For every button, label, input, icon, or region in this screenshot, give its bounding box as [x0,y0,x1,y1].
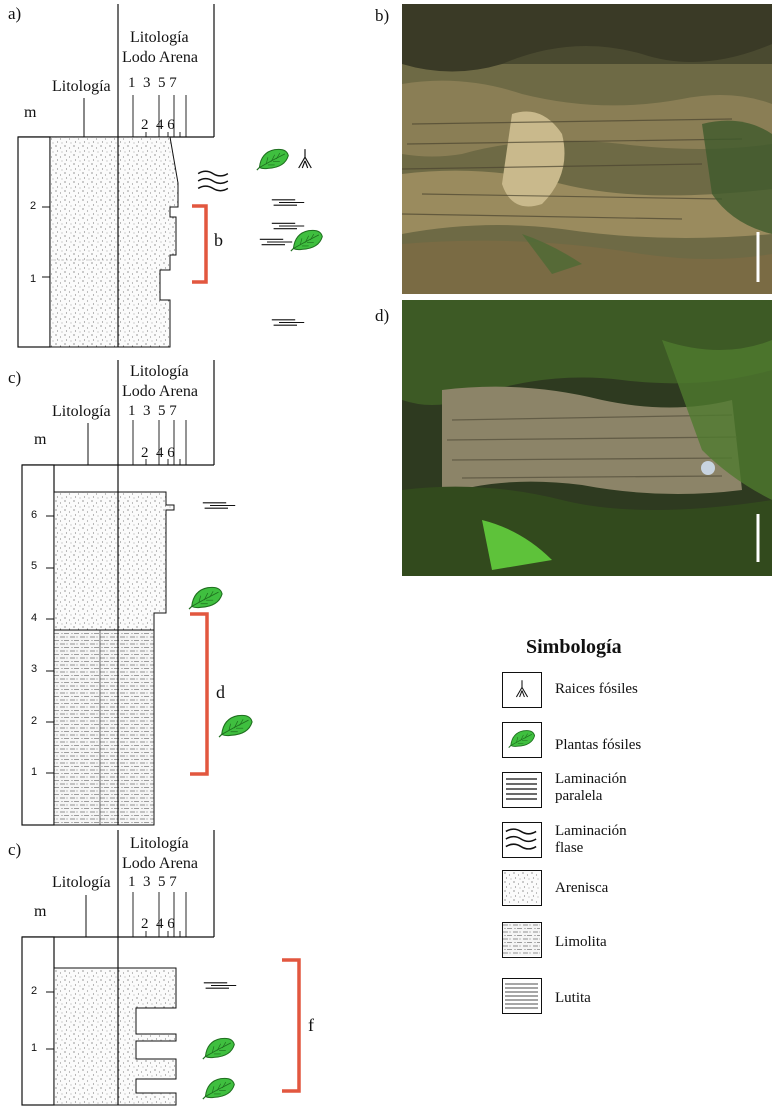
panel-c1-tick-2: 2 [31,715,38,727]
panel-a-unit: m [24,104,37,121]
panel-c1-tick-1: 1 [31,766,38,778]
panel-c1-bracket-label: d [216,682,225,702]
fossil-plant-leaf-icon [502,722,542,758]
fossil-roots-icon [502,672,542,708]
fossil-plant-leaf-icon [202,1077,235,1100]
panel-c2-grain-even: 2 4 6 [141,916,175,932]
fossil-roots-icon [298,148,312,169]
fossil-plant-leaf-icon [218,714,253,738]
panel-c2-column [21,830,301,1106]
legend-item-sandstone: Arenisca [555,880,609,896]
panel-c1-grain-even: 2 4 6 [141,445,175,461]
fossil-plant-leaf-icon [256,148,289,171]
legend-item-shale: Lutita [555,990,591,1006]
sandstone-icon [502,870,542,906]
photo-d-outcrop [402,300,772,576]
panel-c2-grain-odd: 1 3 5 7 [128,874,177,890]
panel-c1-header-lithology-top: Litología [130,363,189,380]
parallel-lamination-icon [502,772,542,808]
photo-b-outcrop [402,4,772,294]
fossil-plant-leaf-icon [202,1037,235,1060]
panel-c2-header-lithology: Litología [52,874,111,891]
fossil-plant-leaf-icon [188,586,223,610]
panel-a-grain-odd: 1 3 5 7 [128,75,177,91]
panel-c1-header-lithology: Litología [52,403,111,420]
panel-c2-tick-2: 2 [31,985,38,997]
panel-c2-bracket-label: f [308,1015,314,1035]
panel-a-grain-even: 2 4 6 [141,117,175,133]
shale-icon [502,978,542,1014]
panel-c1-grain-odd: 1 3 5 7 [128,403,177,419]
panel-c1-tick-3: 3 [31,663,38,675]
panel-a-header-lithology-top: Litología [130,29,189,46]
panel-c1-unit: m [34,431,47,448]
legend-item-siltstone: Limolita [555,934,607,950]
fossil-plant-leaf-icon [290,229,323,252]
panel-c2-unit: m [34,903,47,920]
legend-title: Simbología [526,636,622,658]
legend-item-roots: Raices fósiles [555,681,638,697]
panel-a-column [17,4,305,348]
panel-a-header-mud-sand: Lodo Arena [122,49,198,66]
panel-a-tick-1: 1 [30,273,37,285]
legend-item-parallel-lamination: Laminación paralela [555,771,627,804]
photo-b-label: b) [375,6,390,25]
panel-c1-tick-4: 4 [31,612,38,624]
panel-c2-tick-1: 1 [31,1042,38,1054]
panel-a-header-lithology: Litología [52,78,111,95]
panel-c1-label: c) [8,368,22,387]
panel-a-tick-2: 2 [30,200,37,212]
siltstone-icon [502,922,542,958]
panel-c1-tick-5: 5 [31,560,38,572]
panel-c1-column [21,360,236,826]
photo-d-label: d) [375,306,390,325]
panel-c2-label: c) [8,840,22,859]
panel-c2-header-lithology-top: Litología [130,835,189,852]
legend-item-plants: Plantas fósiles [555,737,642,753]
legend-item-flaser-lamination: Laminación flase [555,823,627,856]
panel-a-label: a) [8,4,22,23]
panel-c1-tick-6: 6 [31,509,38,521]
flaser-lamination-icon [502,822,542,858]
panel-c1-header-mud-sand: Lodo Arena [122,383,198,400]
panel-a-bracket-label: b [214,230,223,250]
panel-c2-header-mud-sand: Lodo Arena [122,855,198,872]
